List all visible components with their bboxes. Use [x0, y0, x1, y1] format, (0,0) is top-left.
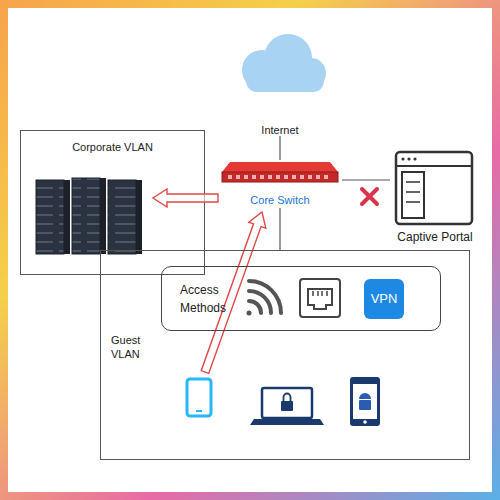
port [300, 175, 304, 179]
ethernet-pin [317, 291, 319, 296]
phone-screen [353, 384, 377, 419]
port [244, 175, 248, 179]
wifi-dot [247, 311, 252, 316]
node-label: VPN [364, 279, 404, 319]
node-label: Guest VLAN [111, 333, 161, 361]
wifi-arc [249, 301, 261, 313]
ethernet-icon [300, 279, 340, 317]
ethernet-port [308, 289, 332, 309]
ethernet-frame [300, 279, 340, 317]
blocked-cross [362, 189, 377, 204]
server-tower [36, 180, 64, 254]
server-tower [108, 180, 136, 254]
portal-node: Captive Portal [390, 148, 480, 248]
port [236, 175, 240, 179]
ethernet-pin [312, 291, 314, 296]
server-side [100, 178, 106, 254]
wifi-arc [249, 291, 271, 313]
phone-body [350, 377, 380, 426]
server-tower [72, 178, 100, 254]
group-box: Access Methods VPN [161, 266, 441, 331]
tablet-icon [187, 379, 211, 416]
cross-stroke [362, 189, 377, 204]
node-label: Corporate VLAN [21, 141, 204, 153]
window-line [406, 181, 420, 183]
port [260, 175, 264, 179]
portal-window-icon [396, 152, 472, 224]
port [316, 175, 320, 179]
switch-front [222, 172, 338, 182]
server-rack [36, 178, 142, 254]
tablet-button [196, 410, 202, 412]
laptop-base [250, 419, 324, 425]
window-line [406, 191, 420, 193]
switch-top [222, 162, 338, 172]
lock-shackle [284, 394, 291, 402]
port [292, 175, 296, 179]
link-line [279, 136, 280, 160]
android-phone-icon [350, 377, 380, 426]
window-sidebar [402, 172, 424, 218]
tablet-body [187, 379, 211, 416]
port [252, 175, 256, 179]
wifi-arc [249, 281, 281, 313]
port [268, 175, 272, 179]
port [308, 175, 312, 179]
server-side [136, 180, 142, 254]
vlan-box: Corporate VLAN [20, 130, 205, 275]
cross-stroke [362, 189, 377, 204]
android-head [359, 393, 371, 399]
android-body [359, 400, 371, 410]
port [324, 175, 328, 179]
laptop-icon [250, 388, 324, 425]
window-dot [413, 157, 416, 160]
cloud-part [246, 70, 324, 92]
node-label: Access Methods [180, 281, 242, 317]
port [284, 175, 288, 179]
laptop-screen [262, 388, 312, 418]
lock-body [281, 401, 293, 411]
wifi-icon [247, 281, 282, 316]
server-side [64, 180, 70, 254]
flow-arrow [153, 189, 218, 207]
link-line [279, 208, 280, 250]
port [228, 175, 232, 179]
switch-node: Core Switch [218, 160, 342, 208]
port [276, 175, 280, 179]
cloud-icon [242, 34, 326, 92]
ethernet-pin [326, 291, 328, 296]
link-line [342, 179, 390, 180]
node-label: Internet [228, 124, 332, 136]
ethernet-pin [321, 291, 323, 296]
window-line [406, 201, 420, 203]
node-label: Captive Portal [390, 230, 480, 244]
vpn-badge: VPN [364, 279, 404, 319]
window-dot [407, 157, 410, 160]
vlan-box: Guest VLAN Access Methods VPN [100, 250, 470, 460]
window-dot [401, 157, 404, 160]
window-frame [396, 152, 472, 224]
switch-device [222, 162, 338, 182]
switch-ports [228, 175, 328, 179]
cloud-node: Internet [228, 30, 332, 136]
phone-button [363, 420, 367, 424]
window-bar [396, 165, 472, 167]
node-label: Core Switch [218, 194, 342, 206]
